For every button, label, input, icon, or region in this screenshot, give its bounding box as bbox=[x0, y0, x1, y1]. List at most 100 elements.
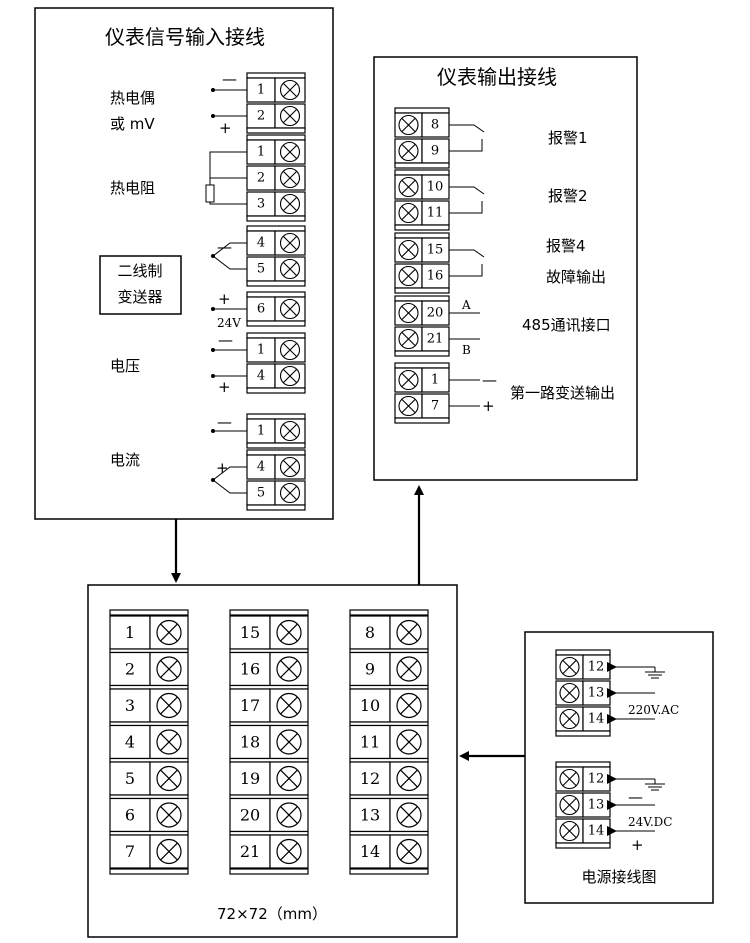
power-panel-frame bbox=[524, 631, 714, 904]
terminal-label: 12 bbox=[360, 769, 380, 788]
terminal-label: 11 bbox=[427, 206, 444, 221]
terminal-label: 10 bbox=[360, 696, 380, 715]
terminal-number-cell bbox=[109, 834, 151, 869]
terminal-label: 18 bbox=[240, 733, 260, 752]
terminal-number-cell bbox=[349, 651, 391, 687]
terminal-number-cell bbox=[349, 761, 391, 796]
terminal-label: 19 bbox=[240, 769, 260, 788]
pin-b-label: B bbox=[462, 343, 471, 357]
terminal-label: 4 bbox=[257, 460, 265, 475]
input-terminals-rtd: 1 2 3 bbox=[246, 134, 306, 222]
terminal-label: 14 bbox=[360, 842, 380, 861]
plus-sign: + bbox=[216, 459, 229, 477]
minus-sign: — bbox=[218, 331, 233, 349]
alarm1-label: 报警1 bbox=[548, 129, 588, 147]
terminal-rail bbox=[229, 609, 309, 616]
input-terminals-voltage: 1 4 bbox=[246, 332, 306, 394]
terminal-rail bbox=[109, 609, 189, 616]
retransmit-label: 第一路变送输出 bbox=[510, 384, 615, 402]
terminal-label: 1 bbox=[257, 83, 265, 98]
transmitter-label-1: 二线制 bbox=[117, 262, 162, 280]
terminal-number-cell bbox=[109, 688, 151, 723]
terminal-label: 14 bbox=[588, 712, 605, 727]
input-terminals-transmitter: 4 5 6 bbox=[246, 225, 306, 327]
minus-sign: — bbox=[482, 371, 497, 389]
plus-sign: + bbox=[631, 836, 644, 854]
pin-a-label: A bbox=[461, 298, 471, 312]
current-label: 电流 bbox=[110, 451, 140, 469]
rs485-label: 485通讯接口 bbox=[522, 316, 611, 334]
thermocouple-label-1: 热电偶 bbox=[110, 89, 155, 107]
terminal-label: 12 bbox=[588, 660, 605, 675]
terminal-label: 21 bbox=[240, 842, 260, 861]
supply-24v-label: 24V bbox=[217, 316, 241, 330]
terminal-label: 2 bbox=[257, 171, 265, 186]
voltage-label: 电压 bbox=[110, 357, 140, 375]
terminal-label: 1 bbox=[125, 623, 135, 642]
rtd-label: 热电阻 bbox=[110, 179, 155, 197]
terminal-label: 16 bbox=[240, 660, 260, 679]
terminal-label: 11 bbox=[360, 733, 380, 752]
terminal-label: 10 bbox=[427, 180, 444, 195]
terminal-number-cell bbox=[229, 688, 271, 723]
terminal-label: 15 bbox=[240, 623, 260, 642]
terminal-label: 13 bbox=[360, 806, 380, 825]
terminal-number-cell bbox=[109, 761, 151, 796]
transmitter-box bbox=[99, 255, 182, 315]
input-terminals-thermocouple: 1 2 bbox=[246, 72, 306, 134]
terminal-label: 7 bbox=[125, 842, 135, 861]
terminal-label: 9 bbox=[365, 660, 375, 679]
minus-sign: — bbox=[217, 238, 232, 256]
terminal-label: 1 bbox=[431, 373, 439, 388]
minus-sign: — bbox=[628, 788, 643, 806]
terminal-label: 14 bbox=[588, 824, 605, 839]
terminal-label: 16 bbox=[427, 269, 444, 284]
terminal-number-cell bbox=[349, 834, 391, 869]
terminal-label: 12 bbox=[588, 772, 605, 787]
terminal-label: 6 bbox=[125, 806, 135, 825]
terminal-label: 3 bbox=[257, 197, 265, 212]
terminal-label: 1 bbox=[257, 424, 265, 439]
terminal-label: 4 bbox=[257, 236, 265, 251]
terminal-label: 8 bbox=[431, 118, 439, 133]
terminal-label: 20 bbox=[427, 306, 444, 321]
terminal-label: 13 bbox=[588, 686, 605, 701]
terminal-label: 2 bbox=[257, 109, 265, 124]
alarm2-label: 报警2 bbox=[548, 187, 588, 205]
plus-sign: + bbox=[482, 397, 495, 415]
terminal-label: 15 bbox=[427, 243, 444, 258]
terminal-number-cell bbox=[229, 834, 271, 869]
terminal-label: 9 bbox=[431, 144, 439, 159]
power-panel-title: 电源接线图 bbox=[581, 868, 656, 886]
terminal-label: 17 bbox=[240, 696, 260, 715]
ac-label: 220V.AC bbox=[628, 703, 679, 717]
terminal-rail bbox=[109, 868, 189, 875]
terminal-label: 20 bbox=[240, 806, 260, 825]
fault-output-label: 故障输出 bbox=[546, 268, 606, 286]
terminal-label: 2 bbox=[125, 660, 135, 679]
terminal-label: 13 bbox=[588, 798, 605, 813]
terminal-label: 4 bbox=[125, 733, 135, 752]
dc-label: 24V.DC bbox=[628, 815, 672, 829]
terminal-rail bbox=[349, 868, 429, 875]
terminal-label: 6 bbox=[257, 302, 265, 317]
output-terminals: 8 9 10 11 15 16 20 21 1 7 bbox=[394, 107, 450, 424]
minus-sign: — bbox=[217, 413, 232, 431]
plus-sign: + bbox=[218, 290, 231, 308]
plus-sign: + bbox=[219, 119, 232, 137]
minus-sign: — bbox=[222, 70, 237, 88]
thermocouple-label-2: 或 mV bbox=[110, 115, 155, 133]
power-terminals: 12 13 14 12 13 14 bbox=[555, 649, 611, 849]
input-terminals-current: 1 4 5 bbox=[246, 413, 306, 511]
terminal-label: 21 bbox=[427, 332, 444, 347]
terminal-rail bbox=[229, 868, 309, 875]
terminal-number-cell bbox=[229, 724, 271, 760]
output-panel-title: 仪表输出接线 bbox=[437, 65, 557, 89]
input-panel-title: 仪表信号输入接线 bbox=[105, 25, 265, 49]
transmitter-label-2: 变送器 bbox=[117, 288, 162, 306]
terminal-label: 4 bbox=[257, 369, 265, 384]
terminal-label: 8 bbox=[365, 623, 375, 642]
terminal-label: 5 bbox=[257, 486, 265, 501]
